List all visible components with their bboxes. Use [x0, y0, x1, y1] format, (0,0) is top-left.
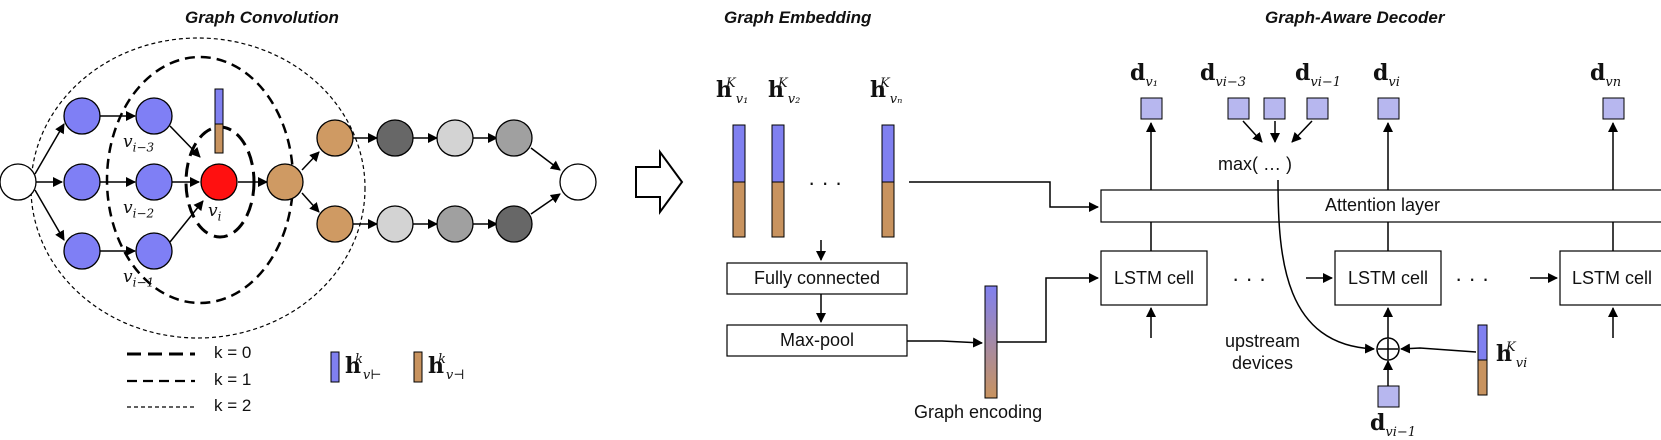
edge [34, 189, 65, 241]
lstm-cell-1-box [1100, 250, 1208, 306]
legend-blue-swatch [330, 351, 340, 383]
node-vi-minus-2 [135, 163, 173, 201]
edge [34, 123, 65, 175]
d-vi1-top-label: dvi−1 [1295, 60, 1342, 90]
dark-gray-node [376, 119, 414, 157]
h-vi-bar-tan [1477, 359, 1488, 396]
max-label: max( … ) [1218, 154, 1292, 174]
h-v1-label: hKv₁ [716, 76, 749, 107]
arrow-dvi3-to-max [1242, 120, 1263, 143]
embed-bar-n-blue [881, 124, 895, 183]
legend-tan-swatch [413, 351, 423, 383]
d-vi-3-square [1227, 97, 1250, 120]
tan-node [316, 119, 354, 157]
tan-node [316, 205, 354, 243]
arrow-dvi1-to-max [1291, 120, 1313, 143]
edge [169, 200, 204, 243]
attention-layer-box [1100, 189, 1661, 223]
graph-encoding-label: Graph encoding [914, 402, 1043, 422]
d-vi-label: dvi [1373, 60, 1400, 90]
graph-embedding-title: Graph Embedding [724, 8, 872, 27]
h-v2-label: hKv₂ [768, 76, 801, 107]
feature-bar-tan [214, 123, 224, 154]
h-vi-label: hKvi [1496, 340, 1528, 371]
fully-connected-label: Fully connected [753, 268, 881, 288]
light-gray-node [436, 119, 474, 157]
d-vi-1-square [1306, 97, 1329, 120]
arrow-pool-to-encoding [907, 337, 983, 348]
blue-node [63, 163, 101, 201]
embed-bar-1-tan [732, 181, 746, 238]
edge [169, 125, 201, 158]
d-vi1-bottom-label: dvi−1 [1370, 410, 1417, 440]
dark-gray-node [495, 205, 533, 243]
max-pool-box [726, 324, 908, 357]
max-pool-label: Max-pool [779, 330, 855, 350]
legend-k0-label: k = 0 [214, 343, 252, 362]
flow-arrow [635, 148, 684, 216]
tan-node [266, 163, 304, 201]
d-vi-1-input-square [1377, 385, 1400, 408]
node-vi-minus-1 [135, 232, 173, 270]
h-vn-label: hKvₙ [870, 76, 903, 107]
decoder-dots-2: · · · [1455, 266, 1490, 291]
d-vi-2-square [1263, 97, 1286, 120]
label-vi: vi [208, 201, 222, 224]
d-vi3-label: dvi−3 [1200, 60, 1247, 90]
legend-k1-label: k = 1 [214, 370, 252, 389]
feature-bar-blue [214, 88, 224, 125]
edge [530, 147, 561, 171]
embed-bar-1-blue [732, 124, 746, 183]
graph-convolution-title: Graph Convolution [185, 8, 339, 27]
arrow-embeddings-to-attention [909, 181, 1099, 212]
lstm-cell-3-label: LSTM cell [1571, 268, 1652, 288]
d-v1-label: dv₁ [1130, 60, 1158, 90]
embed-bar-2-tan [771, 181, 785, 238]
label-vi-minus-1: vi−1 [123, 267, 155, 290]
label-vi-minus-3: vi−3 [123, 132, 155, 155]
legend-h-first-label: hkv⊢ [345, 352, 382, 383]
d-v1-square [1140, 97, 1163, 120]
node-vi [200, 163, 238, 201]
edge [301, 151, 320, 171]
legend-k2-label: k = 2 [214, 396, 252, 415]
arrow-hvi-to-plus [1400, 343, 1477, 354]
h-vi-bar-blue [1477, 324, 1488, 361]
embedding-dots: · · · [808, 170, 843, 195]
upstream-devices-label: upstream devices [1225, 331, 1301, 373]
d-vn-label: dvn [1590, 60, 1622, 90]
embed-bar-n-tan [881, 181, 895, 238]
decoder-dots-1: · · · [1232, 266, 1267, 291]
embed-bar-2-blue [771, 124, 785, 183]
edge [301, 192, 320, 213]
label-vi-minus-2: vi−2 [123, 198, 155, 221]
lstm-cell-2-label: LSTM cell [1347, 268, 1428, 288]
lstm-cell-1-label: LSTM cell [1113, 268, 1194, 288]
fully-connected-box [726, 262, 908, 295]
light-gray-node [376, 205, 414, 243]
lstm-cell-3-box [1559, 250, 1661, 306]
source-node [0, 163, 37, 201]
blue-node [63, 97, 101, 135]
legend-h-second-label: hkv⊣ [428, 352, 465, 383]
d-vn-square [1602, 97, 1625, 120]
edge [530, 193, 561, 215]
arrow-max-to-plus [1277, 179, 1375, 354]
graph-encoding-bar [984, 285, 998, 399]
node-vi-minus-3 [135, 97, 173, 135]
decoder-title: Graph-Aware Decoder [1265, 8, 1445, 27]
mid-gray-node [436, 205, 474, 243]
blue-node [63, 232, 101, 270]
d-vi-square [1377, 97, 1400, 120]
arrow-encoding-to-lstm [997, 273, 1099, 343]
attention-layer-label: Attention layer [1324, 195, 1441, 215]
mid-gray-node [495, 119, 533, 157]
sink-node [559, 163, 597, 201]
